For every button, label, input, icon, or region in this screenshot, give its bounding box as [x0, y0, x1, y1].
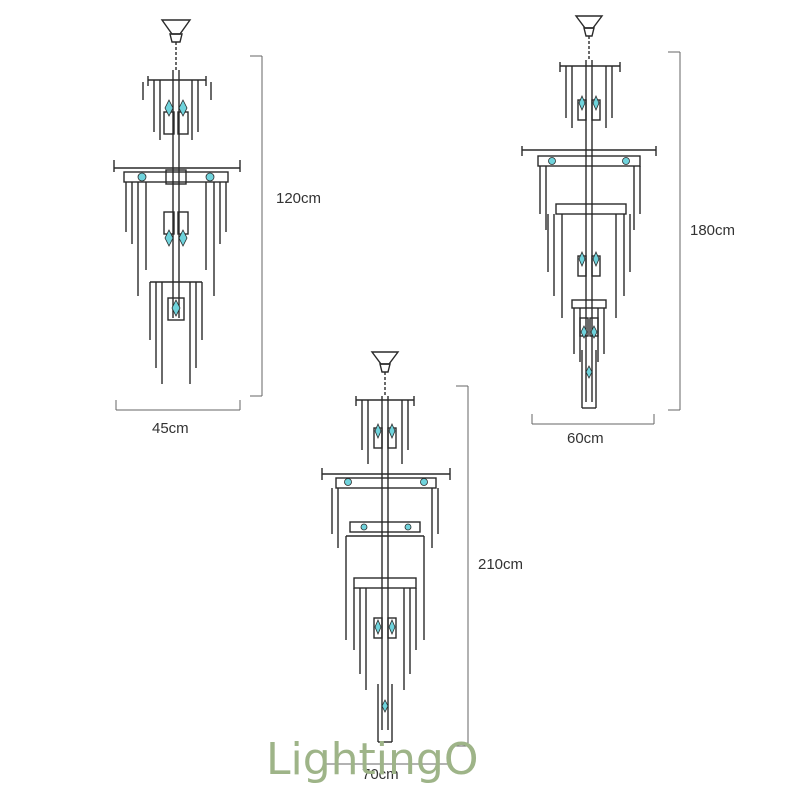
chandelier-medium [521, 15, 657, 409]
chandelier-small [113, 19, 241, 384]
height-label-small: 120cm [276, 190, 322, 207]
bulbs-medium [548, 94, 630, 379]
height-label-medium: 180cm [690, 222, 736, 239]
logo-text-o: O [443, 734, 479, 785]
height-label-large: 210cm [478, 556, 524, 573]
dimension-lines-medium [531, 51, 681, 425]
logo-text-main: Lightin [266, 734, 416, 785]
lightingo-logo: LightingO [266, 738, 479, 782]
logo-text-g: g [415, 734, 444, 785]
width-label-small: 45cm [152, 420, 189, 437]
bulbs-large [344, 422, 428, 713]
dimension-lines-small [115, 55, 263, 411]
dimension-lines-large [325, 385, 469, 765]
chandelier-large [321, 351, 451, 743]
width-label-large: 70cm [362, 766, 399, 783]
bulbs-small [137, 99, 215, 317]
width-label-medium: 60cm [567, 430, 604, 447]
